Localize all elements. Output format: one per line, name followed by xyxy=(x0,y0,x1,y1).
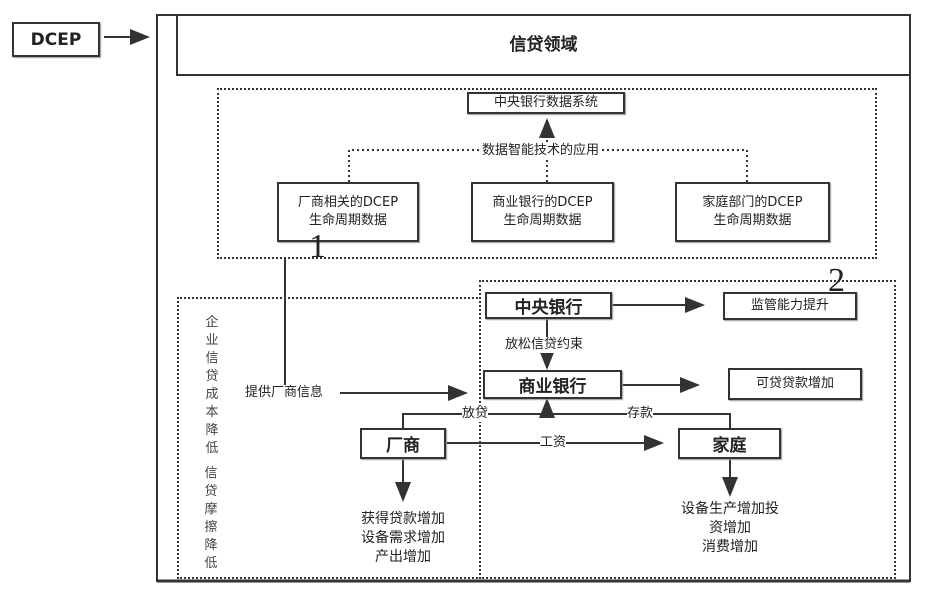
central-bank-data-system: 中央银行数据系统 xyxy=(467,92,625,114)
provide-info-label: 提供厂商信息 xyxy=(245,385,324,401)
commercial-bank-box: 商业银行 xyxy=(483,370,622,399)
flow-region xyxy=(479,280,896,579)
marker-2: 2 xyxy=(828,262,845,299)
household-box: 家庭 xyxy=(678,428,781,459)
firm-effects: 获得贷款增加设备需求增加产出增加 xyxy=(361,511,445,565)
marker-1: 1 xyxy=(309,228,326,265)
loanable-box: 可贷贷款增加 xyxy=(728,368,862,400)
central-bank-box: 中央银行 xyxy=(485,292,612,319)
cost-vertical-label: 企业信贷成本降低 xyxy=(205,315,219,456)
title: 信贷领域 xyxy=(509,35,578,55)
deposit-label: 存款 xyxy=(627,406,654,422)
household-effects: 设备生产增加投资增加消费增加 xyxy=(681,501,779,555)
tech-label: 数据智能技术的应用 xyxy=(482,143,600,159)
friction-vertical-label: 信贷摩擦降低 xyxy=(204,466,218,571)
dcep-box: DCEP xyxy=(12,22,100,57)
supervision-box: 监管能力提升 xyxy=(723,292,857,320)
wage-label: 工资 xyxy=(540,435,567,451)
relax-label: 放松信贷约束 xyxy=(505,337,584,353)
data-region xyxy=(217,88,877,259)
lend-label: 放贷 xyxy=(462,406,489,422)
firm-box: 厂商 xyxy=(360,428,446,459)
